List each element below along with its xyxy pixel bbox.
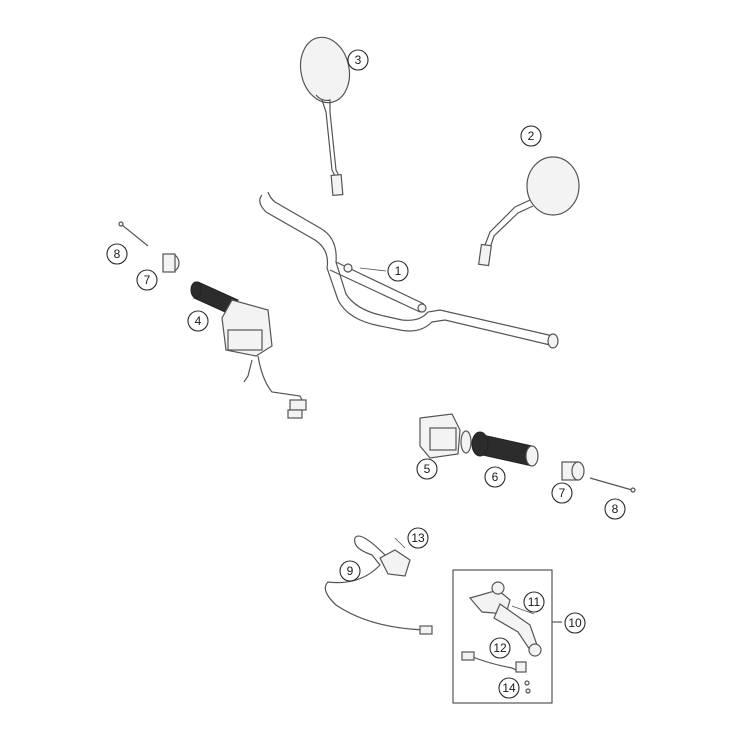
handlebar: [259, 191, 559, 349]
svg-text:5: 5: [424, 462, 431, 476]
clutch-cable: [324, 535, 433, 635]
callout-2: 2: [520, 125, 542, 147]
callout-10: 10: [564, 612, 586, 634]
right-bar-end-bolt: [589, 477, 636, 493]
callout-14: 14: [498, 677, 520, 699]
svg-text:9: 9: [347, 564, 354, 578]
left-bar-end-bolt: [118, 221, 149, 247]
svg-text:2: 2: [528, 129, 535, 143]
right-bar-end-weight: [561, 461, 585, 481]
callout-6: 6: [484, 466, 506, 488]
right-grip: [460, 430, 539, 467]
cable-boot: [379, 549, 411, 577]
svg-text:8: 8: [612, 502, 619, 516]
mirror-left: [299, 36, 351, 197]
svg-text:3: 3: [355, 53, 362, 67]
svg-text:14: 14: [502, 681, 516, 695]
svg-text:13: 13: [411, 531, 425, 545]
svg-text:11: 11: [528, 595, 541, 609]
svg-text:7: 7: [144, 273, 151, 287]
svg-text:1: 1: [395, 264, 402, 278]
callout-3: 3: [347, 49, 369, 71]
right-switch: [419, 413, 461, 459]
callout-7-left: 7: [136, 269, 158, 291]
left-grip-switch: [190, 281, 307, 419]
callout-4: 4: [187, 310, 209, 332]
callout-7-right: 7: [551, 482, 573, 504]
callout-1: 1: [387, 260, 409, 282]
callout-9: 9: [339, 560, 361, 582]
svg-text:10: 10: [568, 616, 582, 630]
callout-8-left: 8: [106, 243, 128, 265]
svg-text:12: 12: [493, 641, 507, 655]
svg-text:8: 8: [114, 247, 121, 261]
svg-text:7: 7: [559, 486, 566, 500]
mirror-right: [477, 156, 580, 267]
callout-11: 11: [523, 591, 545, 613]
leader-lines: [359, 267, 535, 615]
left-bar-end-weight: [162, 253, 180, 273]
svg-text:6: 6: [492, 470, 499, 484]
callout-12: 12: [489, 637, 511, 659]
callout-13: 13: [407, 527, 429, 549]
clutch-lever-assembly: [452, 569, 562, 704]
callout-5: 5: [416, 458, 438, 480]
callout-8-right: 8: [604, 498, 626, 520]
svg-text:4: 4: [195, 314, 202, 328]
